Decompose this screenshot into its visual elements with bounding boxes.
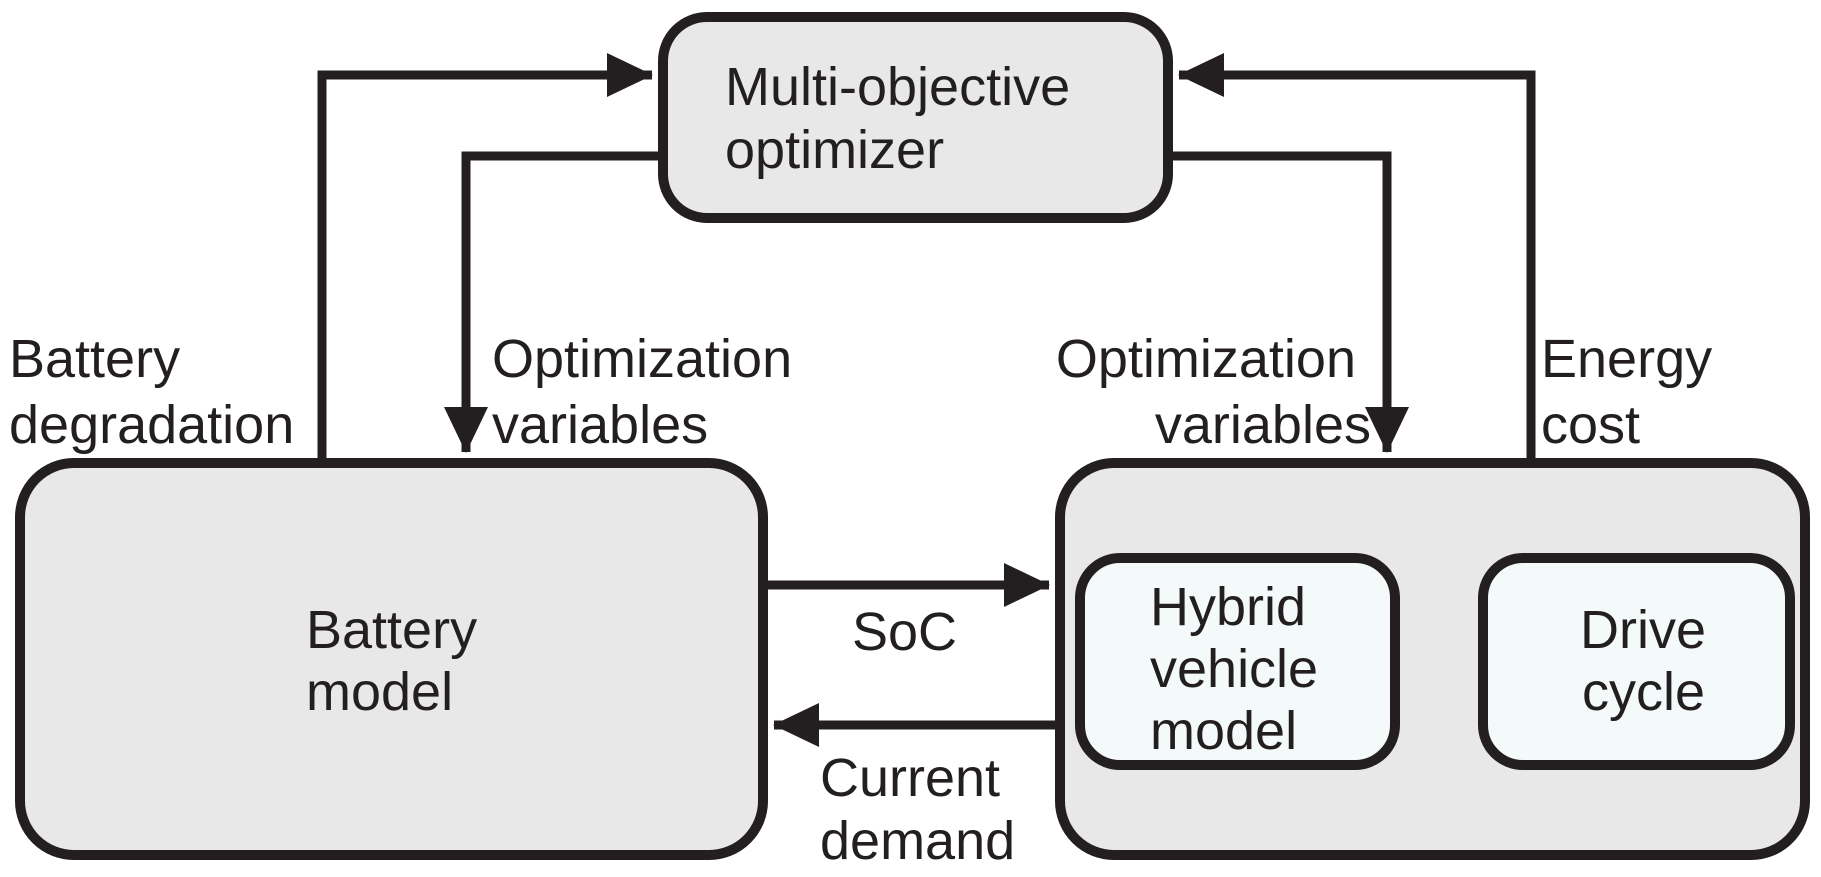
edge-battery-degradation-arrow: [317, 53, 653, 468]
optimizer-label: Multi-objective optimizer: [725, 57, 1085, 180]
energy-cost-label-line1: Energy: [1541, 329, 1712, 389]
edge-labels: Battery degradation Optimization variabl…: [9, 329, 1727, 871]
current-demand-label-line1: Current: [820, 748, 1000, 808]
drive-cycle-label-line1: Drive: [1580, 600, 1706, 660]
current-demand-label-line2: demand: [820, 811, 1015, 871]
hybrid-vehicle-model-label-line2: vehicle: [1150, 639, 1318, 699]
energy-cost-label-line2: cost: [1541, 395, 1640, 455]
edge-optimization-variables-right-arrow: [1168, 151, 1409, 453]
optimizer-box: [658, 12, 1173, 223]
drive-cycle-box: [1478, 553, 1795, 770]
battery-model-label-line2: model: [306, 662, 453, 722]
edge-energy-cost-arrow: [1178, 53, 1536, 468]
soc-label: SoC: [852, 602, 957, 662]
current-demand-label: Current demand: [820, 748, 1015, 871]
optimizer-label-line2: optimizer: [725, 120, 944, 180]
node-labels: Multi-objective optimizer Battery model …: [306, 57, 1721, 761]
nodes: [15, 12, 1810, 860]
optimization-variables-left-label-line2: variables: [492, 395, 708, 455]
optimization-variables-right-label: Optimization variables: [1056, 329, 1371, 455]
edges: [317, 53, 1536, 747]
optimization-variables-right-label-line2: variables: [1155, 395, 1371, 455]
edge-optimization-variables-left-arrow: [444, 151, 663, 453]
drive-cycle-label: Drive cycle: [1580, 600, 1721, 722]
drive-cycle-label-line2: cycle: [1582, 662, 1705, 722]
battery-model-box: [15, 458, 768, 860]
battery-model-label-line1: Battery: [306, 600, 477, 660]
battery-degradation-label-line2: degradation: [9, 395, 294, 455]
soc-label-line1: SoC: [852, 602, 957, 662]
hybrid-vehicle-model-box: [1075, 553, 1400, 770]
battery-degradation-label: Battery degradation: [9, 329, 294, 455]
hybrid-vehicle-model-label: Hybrid vehicle model: [1150, 577, 1333, 761]
optimization-variables-right-label-line1: Optimization: [1056, 329, 1356, 389]
optimization-variables-left-label-line1: Optimization: [492, 329, 792, 389]
battery-degradation-label-line1: Battery: [9, 329, 180, 389]
hybrid-vehicle-model-label-line1: Hybrid: [1150, 577, 1306, 637]
battery-model-label: Battery model: [306, 600, 492, 722]
optimizer-label-line1: Multi-objective: [725, 57, 1070, 117]
optimization-variables-left-label: Optimization variables: [492, 329, 807, 455]
hybrid-vehicle-model-label-line3: model: [1150, 701, 1297, 761]
energy-cost-label: Energy cost: [1541, 329, 1727, 455]
